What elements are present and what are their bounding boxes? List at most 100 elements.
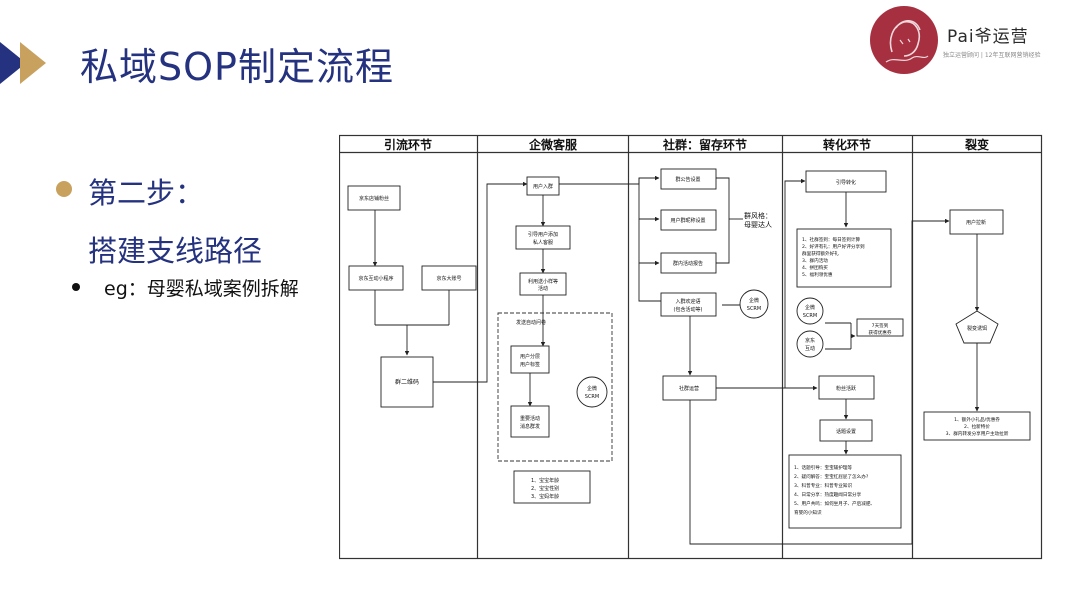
topic-list-line-5: 5、用户共鸣：如何坐月子、产后减肥、 <box>794 500 875 507</box>
node-jd-mini-label: 京东互动小程序 <box>358 275 393 282</box>
node-topic-list <box>788 454 902 529</box>
convert-list-line-4: 3、群内活动 <box>802 257 828 264</box>
node-guide-convert <box>805 170 887 193</box>
node-community-ops-label: 社群运营 <box>679 385 699 392</box>
node-user-tier-label-2: 用户标签 <box>520 361 540 368</box>
node-group-qr <box>380 356 434 408</box>
brand-logo <box>870 6 938 74</box>
node-mini-activity-label-1: 利用送小样等 <box>528 278 558 285</box>
node-welcome <box>660 292 717 317</box>
node-key-activity <box>510 405 550 438</box>
convert-list-line-5: 4、拼团购买 <box>802 264 828 271</box>
page-title: 私域SOP制定流程 <box>80 45 394 89</box>
node-jd-mini <box>348 265 404 291</box>
sop-flowchart: 引流环节 企微客服 社群：留存环节 转化环节 裂变 <box>339 134 1043 560</box>
auto-reply-group <box>497 312 613 462</box>
node-jd-interact-label-1: 京东 <box>805 337 815 344</box>
node-key-activity-label-2: 消息群发 <box>520 423 540 430</box>
node-user-tier <box>510 345 550 374</box>
node-group-nick-label: 用户群昵称设置 <box>670 217 705 224</box>
node-baby-info <box>513 470 591 504</box>
node-jd-interact-label-2: 互动 <box>805 345 815 352</box>
node-new-coupon-label-1: 7天签到 <box>872 322 889 329</box>
topic-list-line-4: 4、日常分享：热度趣闻日常分享 <box>794 491 862 498</box>
node-new-coupon <box>856 318 904 337</box>
convert-list-line-6: 5、福利领优惠 <box>802 271 833 278</box>
node-wecom-scrm-2 <box>739 289 769 319</box>
node-welcome-label-2: (包含活动等) <box>674 306 703 313</box>
node-guide-convert-label: 引导转化 <box>836 179 856 186</box>
bullet-dot-gold <box>56 181 72 197</box>
node-fan-convert-label: 粉丝活跃 <box>836 385 856 392</box>
node-group-report <box>660 252 717 274</box>
node-fission-list <box>923 411 1031 441</box>
convert-list-line-2: 2、好评有礼：用户好评分享到 <box>802 243 865 250</box>
node-welcome-label-1: 入群欢迎语 <box>675 298 700 305</box>
topic-list-line-3: 3、科普专业：科普专业知识 <box>794 482 852 489</box>
node-jd-interact <box>796 330 824 358</box>
node-wecom-scrm-1 <box>576 376 608 408</box>
node-wecom-scrm-3-label-1: 企微 <box>805 304 815 311</box>
example-bullet: eg：母婴私域案例拆解 <box>104 278 299 300</box>
node-wecom-scrm-3 <box>796 297 824 325</box>
node-jd-store-label: 京东店铺粉丝 <box>359 195 389 202</box>
lane-title-community: 社群：留存环节 <box>662 137 747 152</box>
node-user-tier-label-1: 用户分层 <box>520 353 540 360</box>
bullet-dot-black <box>72 283 80 291</box>
node-group-qr-label: 群二维码 <box>395 378 419 386</box>
step-subheading: 搭建支线路径 <box>88 234 263 268</box>
node-user-join <box>526 176 560 196</box>
node-key-activity-label-1: 重要活动 <box>520 415 540 422</box>
node-wecom-scrm-3-label-2: SCRM <box>803 313 817 319</box>
node-group-notice-label: 群公告设置 <box>675 176 700 183</box>
node-mini-activity-label-2: 活动 <box>538 285 548 292</box>
brand-tagline: 独立运营顾问 | 12年互联网营销经验 <box>943 52 1041 59</box>
auto-reply-group-label: 发送自动问卷 <box>516 319 546 326</box>
node-community-ops <box>662 375 717 401</box>
fission-list-line-1: 1、额外小礼品/优惠券 <box>954 416 1000 423</box>
node-group-nick <box>660 209 717 231</box>
fission-list-line-2: 2、拉新特价 <box>964 423 990 430</box>
node-baby-info-line-2: 2、宝宝性别 <box>531 485 559 492</box>
node-guide-add-label-2: 私人客服 <box>533 239 553 246</box>
fission-list-line-3: 3、群内转发分享用户主动拉新 <box>946 430 1009 437</box>
node-fission-rule <box>955 310 999 344</box>
node-jd-account <box>421 265 477 291</box>
node-topic-setting-label: 话题设置 <box>836 428 856 435</box>
step-heading: 第二步： <box>88 176 205 210</box>
lane-title-service: 企微客服 <box>528 137 578 152</box>
node-wecom-scrm-1-label-1: 企微 <box>587 385 597 392</box>
node-group-notice <box>660 168 717 190</box>
header-chevron-gold <box>20 42 46 84</box>
brand-name: Pai爷运营 <box>947 27 1029 47</box>
topic-list-line-6: 育婴的小知识 <box>794 509 822 516</box>
flowchart-frame <box>339 134 1043 560</box>
node-baby-info-line-3: 3、宝妈年龄 <box>531 493 559 500</box>
node-group-report-label: 群内活动报告 <box>673 260 703 267</box>
lane-title-traffic: 引流环节 <box>384 137 432 152</box>
node-jd-account-label: 京东大账号 <box>436 275 461 282</box>
node-group-style-label-1: 群风格： <box>744 211 772 220</box>
node-wecom-scrm-1-label-2: SCRM <box>585 394 599 400</box>
node-guide-add-label-1: 引导用户添加 <box>528 231 558 238</box>
lane-title-fission: 裂变 <box>964 137 989 152</box>
node-new-coupon-label-2: 获得优惠券 <box>869 329 892 336</box>
node-fan-convert <box>818 375 875 400</box>
node-mini-activity <box>519 272 567 296</box>
convert-list-line-1: 1、社群签到：每日签到计算 <box>802 236 860 243</box>
node-user-join-label: 用户入群 <box>533 183 553 190</box>
node-baby-info-line-1: 1、宝宝年龄 <box>531 477 559 484</box>
node-convert-list <box>796 228 892 288</box>
portrait-sketch-icon <box>885 20 929 63</box>
node-wecom-scrm-2-label-1: 企微 <box>749 297 759 304</box>
topic-list-line-2: 2、疑问解答：宝宝红屁屁了怎么办? <box>794 473 869 480</box>
node-jd-store <box>347 185 401 211</box>
node-user-invite <box>949 209 1004 235</box>
node-guide-add <box>515 225 571 250</box>
node-topic-setting <box>819 419 873 442</box>
lane-title-conversion: 转化环节 <box>823 137 871 152</box>
node-group-style-label-2: 母婴达人 <box>744 220 772 229</box>
topic-list-line-1: 1、话题引导：宝宝辅护理等 <box>794 464 852 471</box>
node-user-invite-label: 用户拉新 <box>966 219 986 226</box>
node-fission-rule-label: 裂变诱饵 <box>967 325 987 332</box>
